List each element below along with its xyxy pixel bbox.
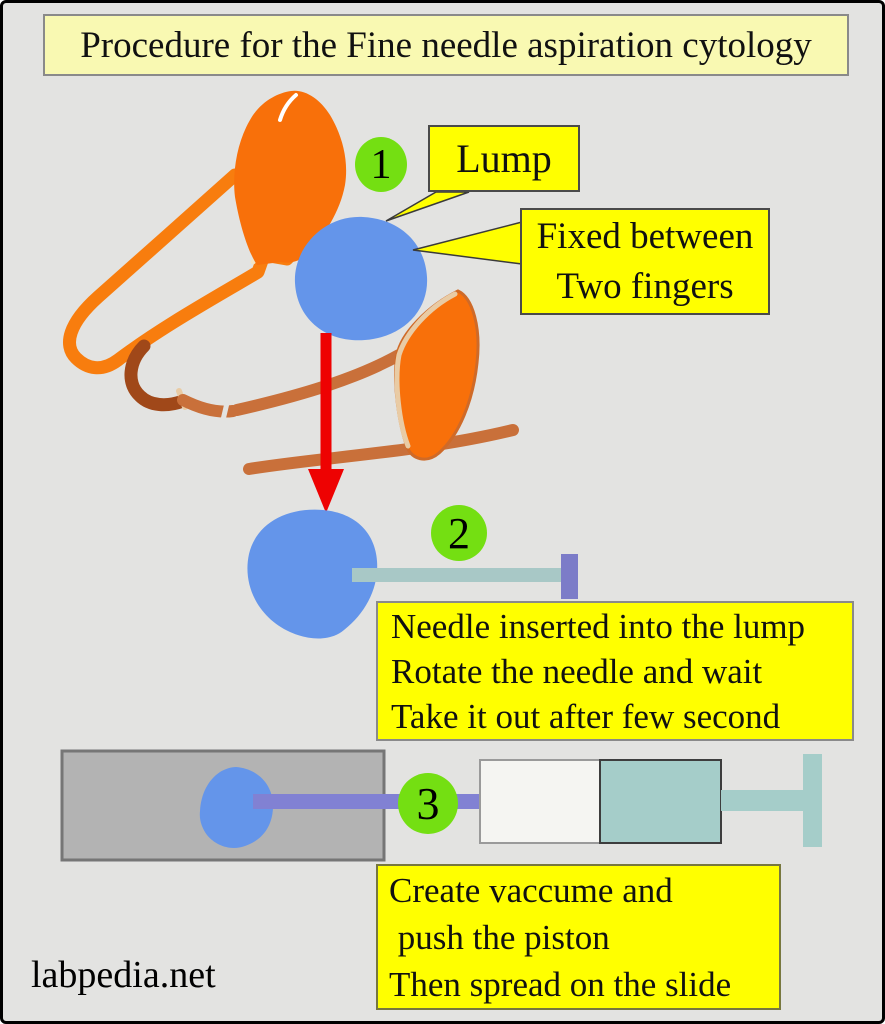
- needle-hub-icon: [561, 554, 578, 599]
- syringe-plunger-rod-icon: [721, 790, 803, 811]
- step-2-note-line-1: Needle inserted into the lump: [391, 606, 806, 646]
- page-title: Procedure for the Fine needle aspiration…: [43, 14, 849, 76]
- lump-step1-shape: [294, 216, 428, 341]
- hand-stroke-gap-icon: [220, 400, 230, 423]
- lump-callout-pointer: [385, 191, 470, 222]
- syringe-plunger-handle-icon: [803, 754, 822, 847]
- step-2-note-line-3: Take it out after few second: [391, 696, 781, 736]
- step-2-badge: 2: [431, 505, 487, 561]
- step-3-number: 3: [416, 778, 440, 829]
- curled-finger-dark-icon: [124, 339, 190, 412]
- step-2-number: 2: [448, 508, 470, 558]
- hand-stroke-short-icon: [177, 394, 239, 418]
- diagram-shapes-canvas: [60, 90, 822, 862]
- fixed-between-callout-label: Fixed between Two fingers: [520, 208, 770, 315]
- finger-outline-icon: [63, 168, 307, 375]
- step-3-note-line-1: Create vaccume and: [389, 870, 673, 910]
- fixed-label-line-1: Fixed between: [536, 215, 754, 257]
- step-1-number: 1: [370, 141, 392, 188]
- fingernail-line-icon: [394, 291, 458, 449]
- fixed-label-line-2: Two fingers: [556, 265, 734, 307]
- step-1-badge: 1: [355, 137, 407, 192]
- step-3-badge: 3: [398, 773, 458, 834]
- down-arrow-head-icon: [308, 469, 344, 513]
- hand-stroke-lower-icon: [243, 424, 519, 475]
- lump-step2-shape: [247, 509, 378, 639]
- syringe-barrel-icon: [479, 759, 601, 844]
- step-3-note: Create vaccume and push the piston Then …: [376, 864, 781, 1010]
- fingertip-highlight-icon: [278, 93, 298, 122]
- needle-shaft-icon: [352, 568, 564, 582]
- step-3-note-line-2: push the piston: [389, 917, 610, 957]
- step-2-note: Needle inserted into the lump Rotate the…: [376, 601, 854, 741]
- lump-step3-shape: [199, 767, 274, 848]
- hand-stroke-long-icon: [231, 349, 405, 416]
- lump-label-text: Lump: [456, 135, 552, 181]
- lump-callout-label: Lump: [428, 125, 580, 192]
- fingertip-top-icon: [234, 90, 347, 265]
- step-2-note-line-2: Rotate the needle and wait: [391, 651, 763, 691]
- watermark-text: labpedia.net: [31, 954, 216, 996]
- title-text: Procedure for the Fine needle aspiration…: [80, 24, 812, 66]
- fixed-callout-pointer: [412, 221, 523, 265]
- step-3-note-line-3: Then spread on the slide: [389, 964, 732, 1004]
- syringe-piston-icon: [599, 759, 722, 844]
